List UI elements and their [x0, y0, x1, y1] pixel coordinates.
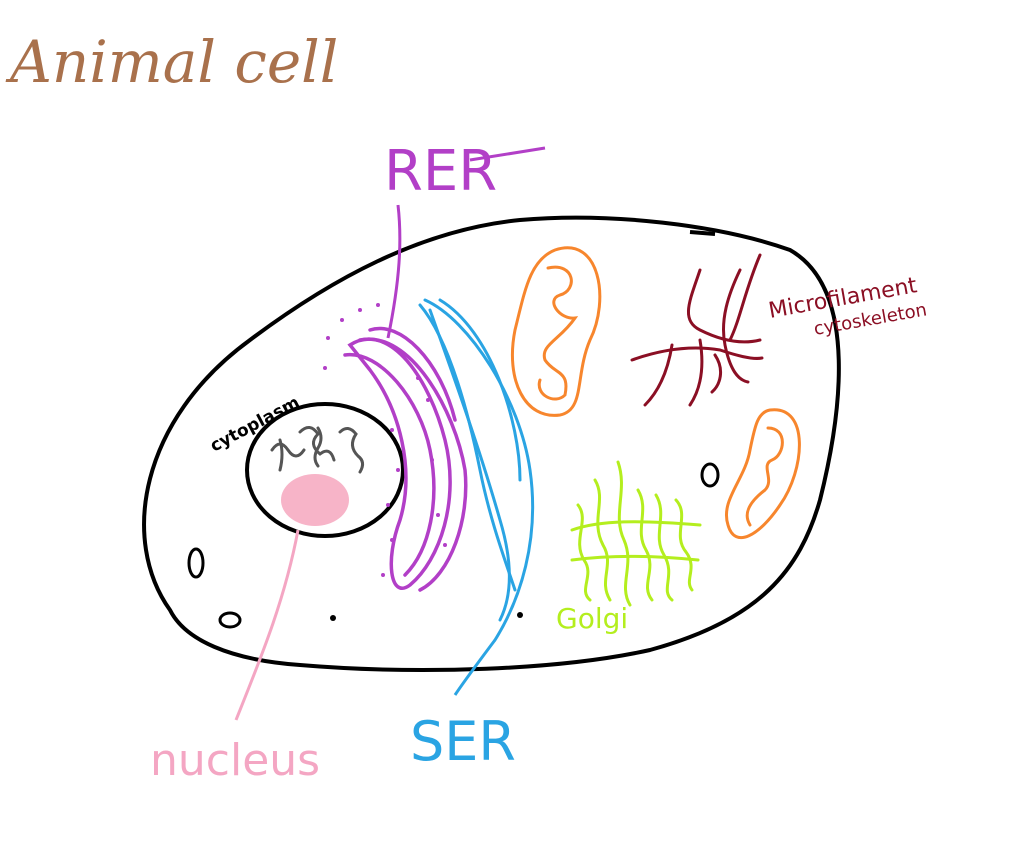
ser-leader-line [453, 639, 497, 696]
cell-membrane [142, 215, 841, 672]
nucleolus [281, 474, 349, 526]
rer-label: RER [384, 139, 497, 204]
vesicle [700, 462, 720, 488]
nucleus-label: nucleus [150, 735, 320, 786]
vesicle [218, 611, 242, 629]
diagram-title: Animal cell [5, 28, 338, 96]
golgi-apparatus [570, 460, 702, 607]
rer-leader-line [386, 204, 402, 339]
ribosome-dots [323, 303, 447, 577]
granule [330, 615, 336, 621]
cytoskeleton-filaments [630, 253, 764, 407]
ser-label: SER [410, 710, 516, 773]
nuclear-envelope [245, 402, 405, 538]
smooth-endoplasmic-reticulum [418, 298, 535, 642]
rough-endoplasmic-reticulum [343, 326, 468, 592]
rer-label-underline [469, 146, 546, 162]
membrane-overlap-mark [689, 230, 716, 236]
nucleus-leader-line [234, 529, 300, 721]
golgi-label: Golgi [556, 602, 628, 635]
granule [517, 612, 523, 618]
vesicle [187, 547, 205, 579]
mitochondrion-large [510, 246, 602, 417]
cytoplasm-label: cytoplasm [207, 393, 303, 457]
vesicles [187, 462, 720, 629]
chromatin [270, 426, 365, 474]
mitochondrion-small [725, 408, 801, 539]
